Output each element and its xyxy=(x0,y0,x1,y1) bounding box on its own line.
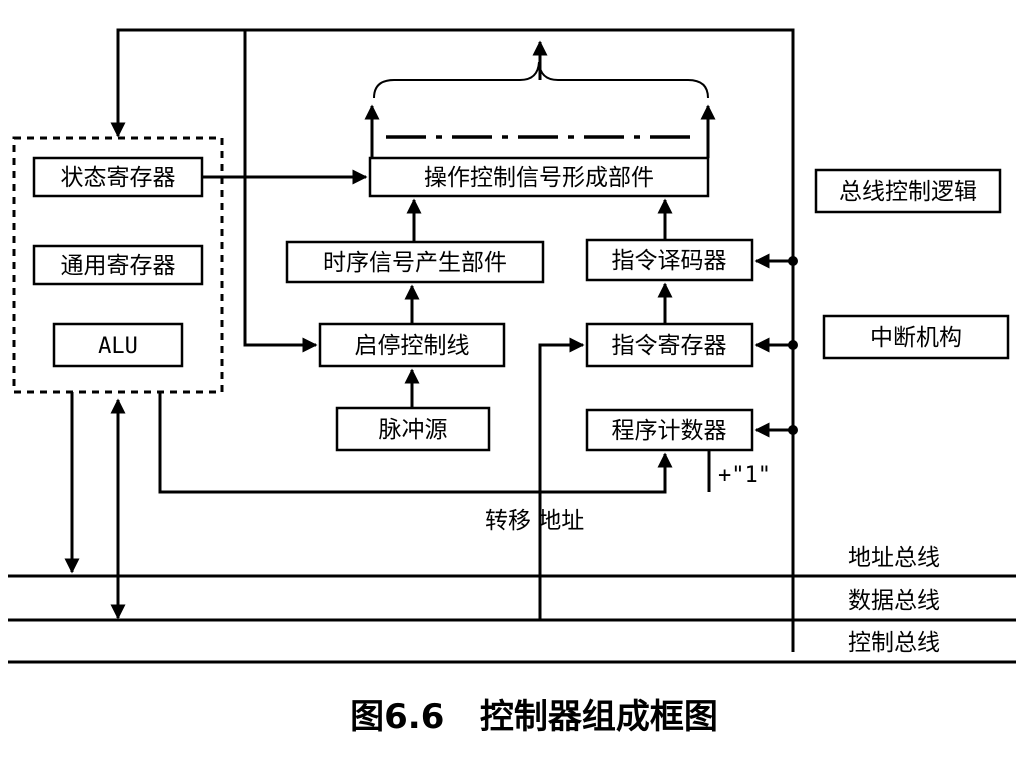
bus-control-logic-label: 总线控制逻辑 xyxy=(839,179,977,205)
general-register-label: 通用寄存器 xyxy=(61,253,176,279)
start-stop-feed-wire xyxy=(243,30,318,353)
status-register-block: 状态寄存器 xyxy=(32,156,204,198)
jump-address-label: 转移 地址 xyxy=(485,508,584,534)
alu-to-pc-wire xyxy=(158,392,673,494)
op-signal-unit-block: 操作控制信号形成部件 xyxy=(368,156,710,198)
decoder-tap-dot xyxy=(788,256,798,266)
alu-block: ALU xyxy=(52,322,184,368)
instr-register-label: 指令寄存器 xyxy=(612,333,727,359)
timing-unit-label: 时序信号产生部件 xyxy=(323,250,507,276)
register-alu-group xyxy=(12,136,224,394)
program-counter-label: 程序计数器 xyxy=(612,418,727,444)
program-counter-block: 程序计数器 xyxy=(585,408,754,452)
instr-register-block: 指令寄存器 xyxy=(585,322,754,368)
interrupt-unit-block: 中断机构 xyxy=(822,314,1010,360)
instr-decoder-label: 指令译码器 xyxy=(612,248,727,274)
op-signal-unit-label: 操作控制信号形成部件 xyxy=(424,165,654,191)
increment-label: +"1" xyxy=(718,463,771,488)
data-bus-label: 数据总线 xyxy=(848,588,940,614)
databus-to-ir-wire xyxy=(538,337,585,619)
interrupt-unit-label: 中断机构 xyxy=(870,325,962,351)
address-bus-label: 地址总线 xyxy=(848,545,940,571)
pulse-source-block: 脉冲源 xyxy=(335,406,491,452)
ir-tap-dot xyxy=(788,340,798,350)
general-register-block: 通用寄存器 xyxy=(32,244,204,286)
timing-unit-block: 时序信号产生部件 xyxy=(285,240,545,284)
start-stop-block: 启停控制线 xyxy=(318,322,506,368)
figure-caption: 图6.6 控制器组成框图 xyxy=(350,697,718,737)
pulse-source-label: 脉冲源 xyxy=(379,417,448,443)
start-stop-label: 启停控制线 xyxy=(355,333,470,359)
control-bus-label: 控制总线 xyxy=(848,630,940,656)
status-register-label: 状态寄存器 xyxy=(61,165,176,191)
alu-label: ALU xyxy=(98,334,138,359)
pc-tap-dot xyxy=(788,425,798,435)
instr-decoder-block: 指令译码器 xyxy=(585,238,754,282)
bus-control-logic-block: 总线控制逻辑 xyxy=(814,168,1002,214)
